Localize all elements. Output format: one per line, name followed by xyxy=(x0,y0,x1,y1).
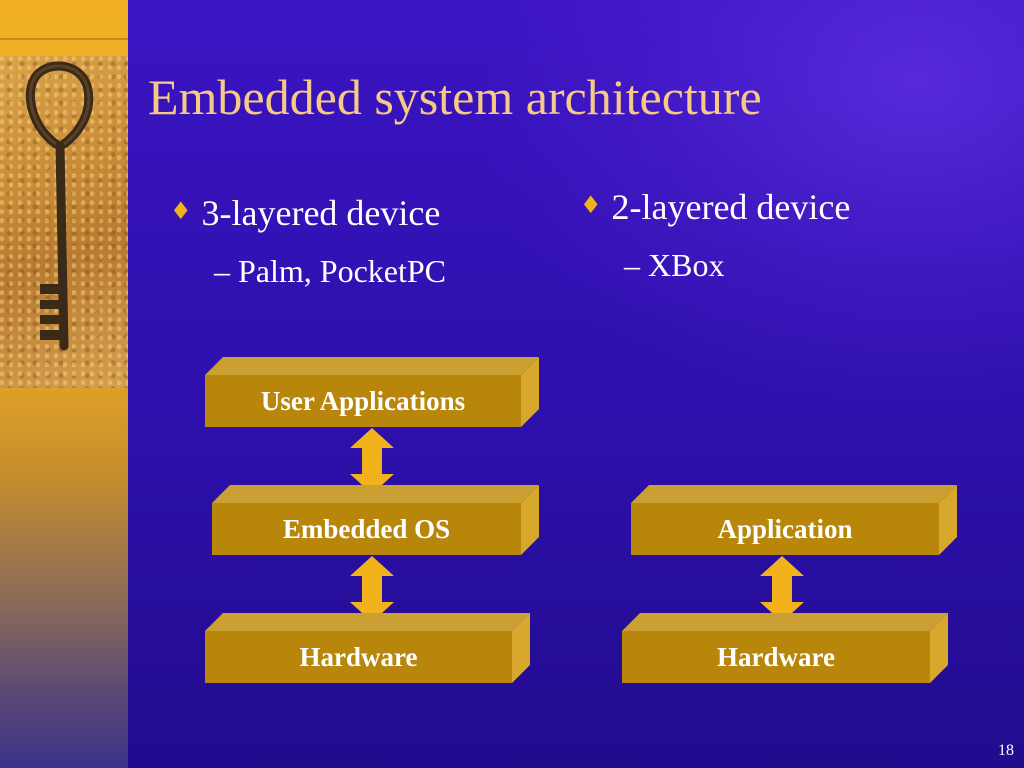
block-hardware-right: Hardware xyxy=(622,613,948,683)
block-label: User Applications xyxy=(260,385,466,416)
block-label: Embedded OS xyxy=(282,513,451,544)
block-shape xyxy=(205,357,539,427)
bullet-three-layered-label: 3-layered device xyxy=(201,193,441,233)
background-glow xyxy=(490,0,1024,405)
key-icon xyxy=(25,61,94,351)
bullet-two-layered-label: 2-layered device xyxy=(611,187,851,227)
sub-bullet-two-layered: – XBox xyxy=(624,247,725,283)
block-shape xyxy=(212,485,539,555)
block-shape xyxy=(631,485,957,555)
page-number: 18 xyxy=(998,742,1014,759)
diamond-icon: ♦ xyxy=(580,191,602,219)
double-arrow-icon xyxy=(760,556,804,622)
block-label: Application xyxy=(717,513,853,544)
block-embedded-os: Embedded OS xyxy=(212,485,539,555)
block-shape xyxy=(622,613,948,683)
block-label: Hardware xyxy=(717,641,835,672)
double-arrow-icon xyxy=(350,428,394,494)
block-label: Hardware xyxy=(299,641,418,672)
diamond-icon: ♦ xyxy=(170,197,192,225)
block-hardware-left: Hardware xyxy=(205,613,530,683)
slide-title: Embedded system architecture xyxy=(148,69,762,125)
sub-bullet-three-layered: – Palm, PocketPC xyxy=(214,253,447,289)
bullet-two-layered: ♦ 2-layered device xyxy=(580,187,851,228)
double-arrow-icon xyxy=(350,556,394,622)
block-shape xyxy=(205,613,530,683)
bullet-three-layered: ♦ 3-layered device xyxy=(170,193,441,234)
strip-divider xyxy=(0,38,128,40)
block-user-applications: User Applications xyxy=(205,357,539,427)
block-application: Application xyxy=(631,485,957,555)
